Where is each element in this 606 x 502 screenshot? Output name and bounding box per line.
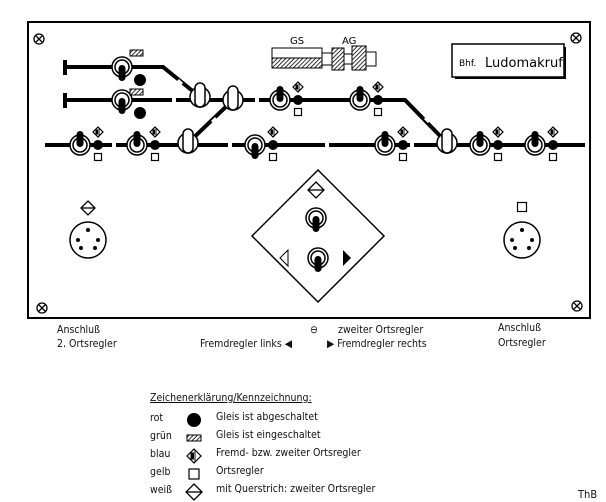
connector-label-gs: GS xyxy=(290,36,304,47)
track-on-indicator xyxy=(129,49,144,57)
track-off-indicator xyxy=(134,107,146,119)
local-controller-indicator xyxy=(268,152,278,162)
foreign-controller-indicator xyxy=(186,448,202,464)
second-local-controller-indicator xyxy=(80,200,96,216)
track-toggle-switch[interactable] xyxy=(469,131,491,156)
legend-color-label: weiß xyxy=(150,484,173,496)
triangle-right-icon xyxy=(343,250,351,266)
turnout-toggle-switch[interactable] xyxy=(222,85,244,111)
caption-foreign-left-text: Fremdregler links xyxy=(200,338,282,350)
track-off-indicator xyxy=(373,95,383,105)
foreign-controller-indicator xyxy=(149,126,161,138)
second-local-controller-indicator xyxy=(185,483,203,501)
track-toggle-switch[interactable] xyxy=(244,134,266,159)
legend-color-label: rot xyxy=(150,412,164,424)
legend-description: Fremd- bzw. zweiter Ortsregler xyxy=(216,447,361,459)
signature: ThB xyxy=(578,488,598,501)
track-toggle-switch[interactable] xyxy=(269,86,291,111)
caption-right-socket-2: Ortsregler xyxy=(498,337,546,349)
foreign-controller-indicator xyxy=(267,126,279,138)
track-off-indicator xyxy=(93,140,103,150)
track-off-indicator xyxy=(548,140,558,150)
local-controller-indicator xyxy=(373,107,383,117)
track-toggle-switch[interactable] xyxy=(307,247,329,272)
local-controller-indicator xyxy=(293,107,303,117)
external-controller-panel xyxy=(250,168,386,304)
station-name: Ludomakruf xyxy=(485,56,563,71)
track-off-indicator xyxy=(150,140,160,150)
caption-second-local: zweiter Ortsregler xyxy=(338,324,424,336)
track-toggle-switch[interactable] xyxy=(374,131,396,156)
track-toggle-switch[interactable] xyxy=(111,56,133,81)
screw-icon xyxy=(33,33,45,45)
track-on-indicator xyxy=(129,88,144,96)
connector-label-ag: AG xyxy=(342,36,356,47)
legend-description: Gleis ist eingeschaltet xyxy=(216,429,321,441)
legend-description: Gleis ist abgeschaltet xyxy=(216,411,318,423)
local-controller-indicator xyxy=(150,152,160,162)
legend-description: Ortsregler xyxy=(216,465,264,477)
turnout-toggle-switch[interactable] xyxy=(177,128,199,154)
legend-title: Zeichenerklärung/Kennzeichnung: xyxy=(150,392,312,404)
barred-diamond-icon: ⊖ xyxy=(310,324,318,336)
track-toggle-switch[interactable] xyxy=(69,131,91,156)
foreign-controller-indicator xyxy=(292,81,304,93)
track-toggle-switch[interactable] xyxy=(111,89,133,114)
foreign-controller-indicator xyxy=(372,81,384,93)
legend-color-label: grün xyxy=(150,430,172,442)
track-on-indicator xyxy=(186,434,202,442)
legend-color-label: blau xyxy=(150,448,171,460)
local-controller-indicator xyxy=(493,152,503,162)
local-controller-indicator xyxy=(398,152,408,162)
triangle-right-icon: ▶ xyxy=(327,338,335,350)
track-off-indicator xyxy=(268,140,278,150)
legend-color-label: gelb xyxy=(150,466,171,478)
controller-socket xyxy=(503,221,541,259)
local-controller-indicator xyxy=(548,152,558,162)
triangle-left-icon: ◀ xyxy=(284,338,293,350)
connector-gs-ag xyxy=(271,45,377,71)
screw-icon xyxy=(570,32,582,44)
caption-left-socket-2: 2. Ortsregler xyxy=(57,338,117,350)
track-off-indicator xyxy=(493,140,503,150)
track-off-indicator xyxy=(398,140,408,150)
foreign-controller-indicator xyxy=(397,126,409,138)
caption-right-socket-1: Anschluß xyxy=(498,322,542,334)
local-controller-indicator xyxy=(93,152,103,162)
turnout-toggle-switch[interactable] xyxy=(189,82,211,108)
caption-foreign-right-text: Fremdregler rechts xyxy=(337,338,427,350)
foreign-controller-indicator xyxy=(492,126,504,138)
controller-socket xyxy=(69,221,107,259)
track-toggle-switch[interactable] xyxy=(305,207,327,232)
turnout-toggle-switch[interactable] xyxy=(436,128,458,154)
caption-foreign-right: ▶ Fremdregler rechts xyxy=(327,338,427,351)
track-off-indicator xyxy=(134,74,146,86)
foreign-controller-indicator xyxy=(92,126,104,138)
foreign-controller-indicator xyxy=(547,126,559,138)
legend-description: mit Querstrich: zweiter Ortsregler xyxy=(216,483,376,495)
local-controller-indicator xyxy=(188,468,200,480)
track-toggle-switch[interactable] xyxy=(524,131,546,156)
caption-foreign-left: Fremdregler links ◀ xyxy=(200,338,292,351)
caption-left-socket-1: Anschluß xyxy=(57,324,101,336)
second-local-controller-indicator xyxy=(307,181,325,199)
track-toggle-switch[interactable] xyxy=(349,86,371,111)
track-toggle-switch[interactable] xyxy=(126,131,148,156)
track-off-indicator xyxy=(293,95,303,105)
station-prefix: Bhf. xyxy=(459,59,476,69)
screw-icon xyxy=(571,300,583,312)
triangle-left-icon xyxy=(279,248,289,268)
screw-icon xyxy=(36,302,48,314)
track-off-indicator xyxy=(187,413,201,427)
local-controller-indicator xyxy=(516,201,528,213)
